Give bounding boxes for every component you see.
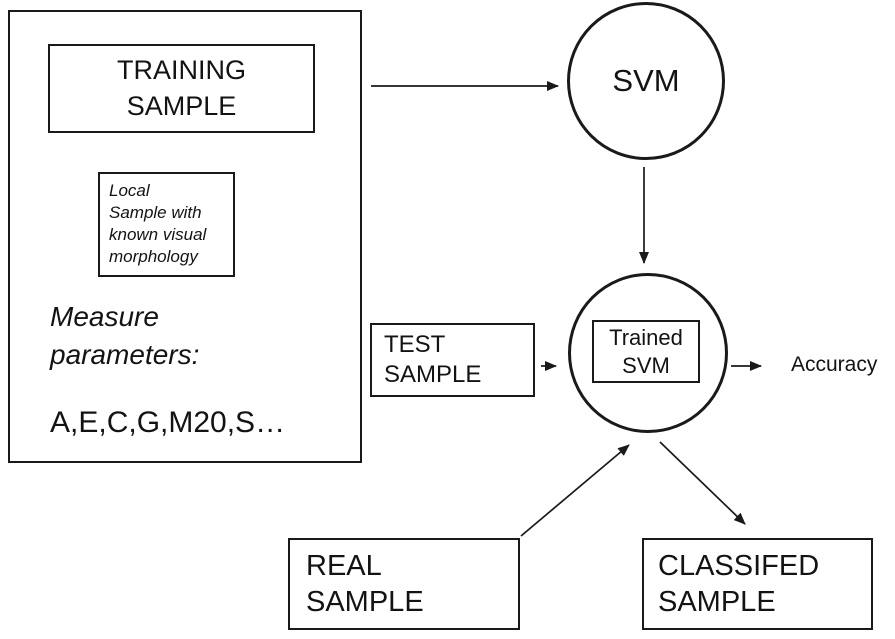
test-sample-box: TEST SAMPLE [370,323,535,397]
arrow-real-sample-to-trained-svm [520,444,630,537]
real-sample-label: REAL SAMPLE [306,549,424,618]
test-sample-label: TEST SAMPLE [384,331,482,388]
local-sample-note-label: Local Sample with known visual morpholog… [109,181,207,267]
training-sample-label: TRAINING SAMPLE [116,55,246,121]
trained-svm-label: Trained SVM [609,325,683,378]
classified-sample-box: CLASSIFED SAMPLE [642,538,873,630]
svm-circle: SVM [567,2,725,160]
measure-parameters-label: Measure parameters: [50,301,200,370]
parameters-list-label: A,E,C,G,M20,S… [50,406,286,439]
accuracy-label: Accuracy [791,353,878,376]
training-sample-box: TRAINING SAMPLE [48,44,315,133]
svm-label: SVM [612,63,680,98]
classified-sample-label: CLASSIFED SAMPLE [658,549,820,618]
arrow-trained-svm-to-classified-sample [659,441,746,525]
trained-svm-box: Trained SVM [592,320,700,383]
local-sample-note-box: Local Sample with known visual morpholog… [98,172,235,277]
real-sample-box: REAL SAMPLE [288,538,520,630]
